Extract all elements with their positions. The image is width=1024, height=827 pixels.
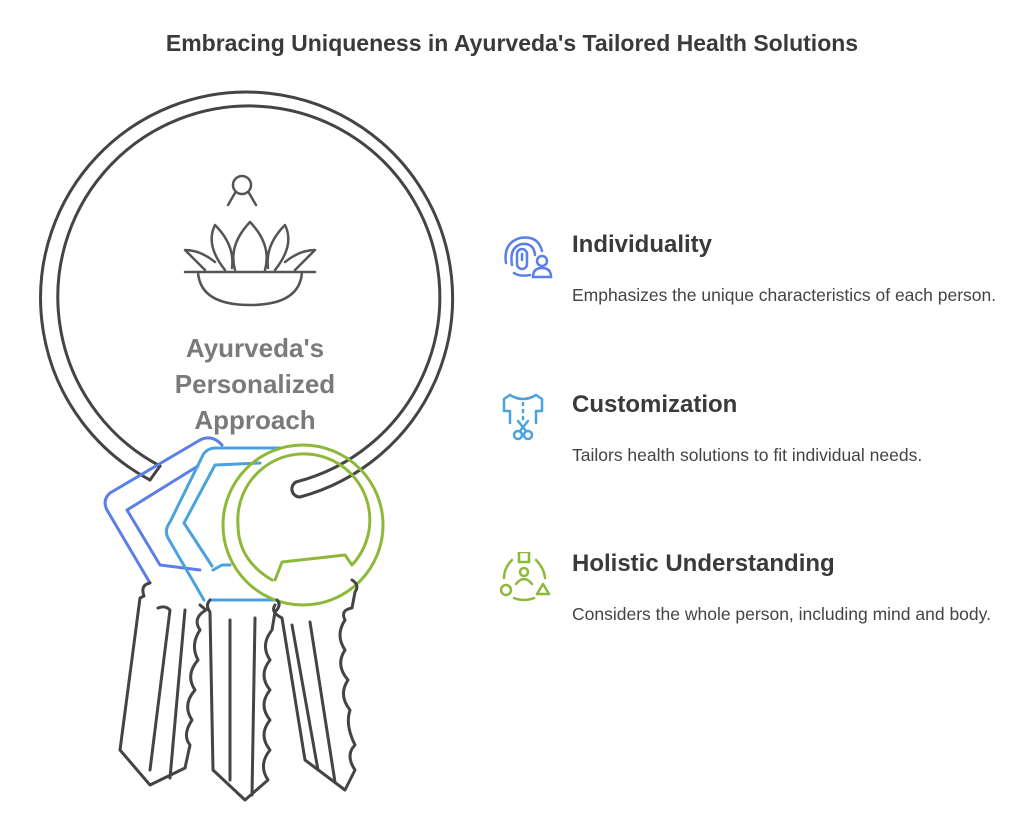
center-label-line: Ayurveda's: [185, 333, 325, 363]
diagram-title: Embracing Uniqueness in Ayurveda's Tailo…: [165, 30, 859, 56]
fingerprint-person-icon: [504, 236, 553, 279]
item-description: Tailors health solutions to fit individu…: [572, 445, 923, 465]
center-label-line: Personalized: [174, 369, 336, 399]
center-label-line: Approach: [194, 405, 316, 435]
lightblue-key-bow: [164, 446, 282, 602]
shirt-scissors-icon: [502, 393, 544, 441]
center-label: Ayurveda's Personalized Approach: [140, 330, 370, 438]
green-key-bow: [221, 443, 385, 607]
lotus-bowl-icon: [183, 174, 317, 307]
keys-blades: [118, 578, 359, 802]
item-heading: Customization: [572, 391, 738, 418]
item-description: Considers the whole person, including mi…: [572, 604, 991, 624]
key-ring: [39, 90, 455, 499]
blue-key-bow: [103, 436, 224, 585]
person-shapes-cycle-icon: [500, 552, 551, 602]
item-heading: Individuality: [572, 231, 713, 258]
item-heading: Holistic Understanding: [572, 550, 835, 577]
item-description: Emphasizes the unique characteristics of…: [572, 285, 997, 305]
